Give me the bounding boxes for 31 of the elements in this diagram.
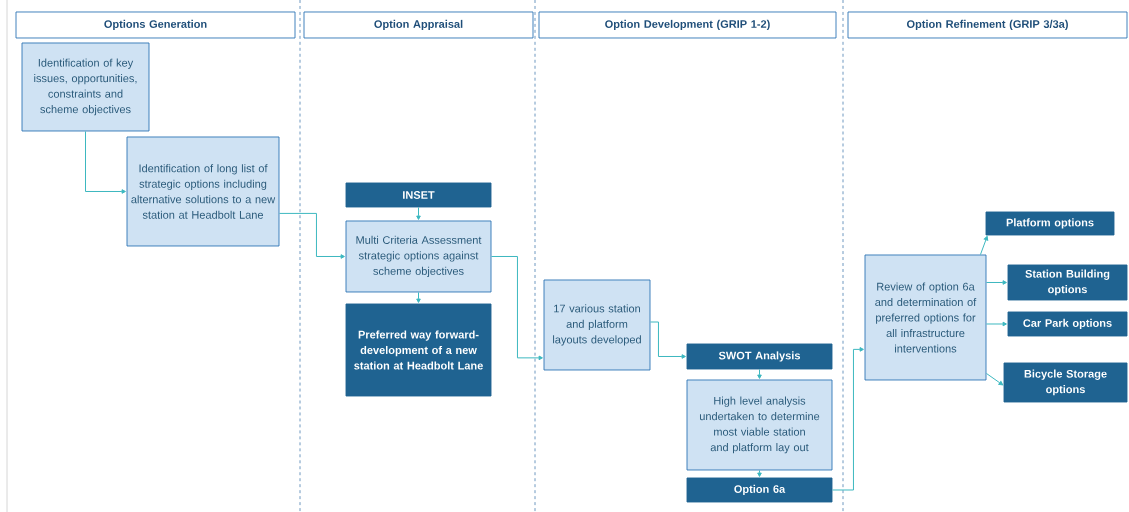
arrow (985, 321, 1007, 327)
process-box: Review of option 6a and determination of preferred options for all infrastructure interventions (864, 254, 987, 381)
process-box: High level analysis undertaken to determine most viable station and platform lay out (686, 379, 833, 471)
result-box: Option 6a (686, 477, 833, 503)
result-box: Car Park options (1007, 311, 1128, 337)
result-box: Bicycle Storage options (1003, 362, 1128, 403)
arrow (985, 280, 1007, 285)
arrow (757, 368, 762, 379)
arrow (985, 372, 1004, 386)
process-box: Identification of long list of strategic options including alternative solutions to a new station at Headbolt Lane (126, 136, 280, 247)
column-header: Option Refinement (GRIP 3/3a) (847, 11, 1128, 39)
process-box: Multi Criteria Assessment strategic options against scheme objectives (345, 220, 492, 293)
arrow (831, 347, 864, 491)
arrow (85, 130, 126, 194)
arrow (757, 469, 762, 477)
column-header: Option Development (GRIP 1-2) (538, 11, 837, 39)
column-header: Option Appraisal (303, 11, 534, 39)
arrow (490, 256, 543, 361)
arrow (649, 321, 686, 359)
result-box: SWOT Analysis (686, 343, 833, 370)
column-header: Options Generation (15, 11, 296, 39)
process-box: Identification of key issues, opportunities, constraints and scheme objectives (21, 42, 150, 132)
result-box: Preferred way forward- development of a new station at Headbolt Lane (345, 303, 492, 397)
arrow (979, 236, 989, 256)
arrow (416, 206, 421, 220)
arrow (278, 212, 345, 259)
result-box: INSET (345, 182, 492, 208)
process-box: 17 various station and platform layouts developed (543, 279, 651, 371)
result-box: Station Building options (1007, 264, 1128, 301)
result-box: Platform options (985, 211, 1115, 236)
arrow (416, 291, 421, 303)
